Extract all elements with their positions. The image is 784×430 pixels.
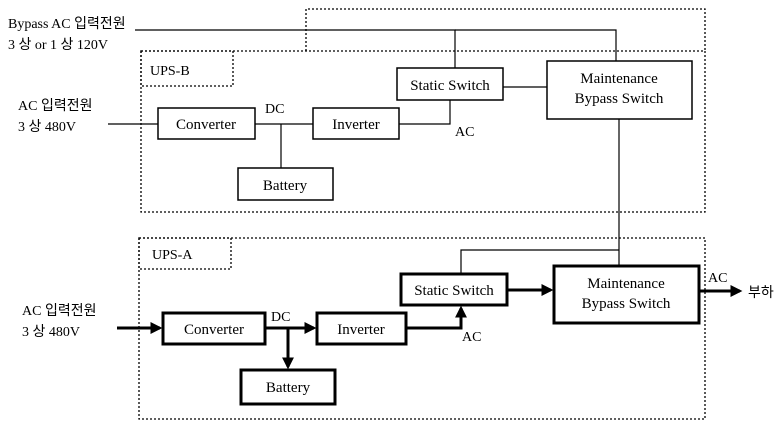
ups-a-bypass-line	[460, 249, 619, 274]
ups-b-maintenance-label-1: Maintenance	[580, 71, 658, 87]
ups-a-dc-label: DC	[271, 310, 290, 325]
ups-a-label: UPS-A	[152, 248, 193, 263]
ups-b-battery-box	[237, 167, 334, 201]
ups-a-maintenance-label-2: Bypass Switch	[582, 296, 671, 312]
ups-a-group: UPS-A	[138, 237, 706, 420]
ups-b-static-switch-box	[396, 67, 504, 101]
ups-b-ac-input-label: AC 입력전원	[18, 98, 92, 114]
ups-a-ac-input-label: AC 입력전원	[22, 303, 96, 319]
ups-a-label-box	[138, 237, 232, 270]
bypass-feed-line	[135, 29, 456, 68]
ups-b-maintenance-label-2: Bypass Switch	[575, 91, 664, 107]
ups-b-inverter-to-ss	[399, 100, 451, 125]
ups-b-static-switch-label: Static Switch	[410, 78, 490, 94]
ups-b-ac-label: AC	[455, 125, 474, 140]
ups-a-battery-box	[239, 368, 337, 406]
output-ac-label: AC	[708, 271, 727, 286]
ups-b-inverter-label: Inverter	[332, 117, 379, 133]
ups-b-battery-label: Battery	[263, 178, 308, 194]
ups-a-ac-label: AC	[462, 330, 481, 345]
ups-b-maintenance-box	[546, 60, 693, 120]
bypass-to-ups-b-mbs	[455, 29, 617, 61]
ups-a-enclosure	[138, 237, 706, 420]
ups-b-label-box	[140, 50, 234, 87]
ups-a-battery-label: Battery	[266, 380, 311, 396]
ups-a-inverter-to-ss	[406, 305, 467, 330]
ups-b-label: UPS-B	[150, 64, 190, 79]
ups-b-enclosure	[140, 50, 706, 213]
ups-a-maintenance-box	[552, 264, 701, 325]
bypass-input-label: Bypass AC 입력전원	[8, 16, 126, 32]
load-label: 부하	[748, 285, 774, 301]
ups-b-converter-label: Converter	[176, 117, 236, 133]
ups-a-converter-box	[161, 311, 267, 346]
ups-b-converter-box	[157, 107, 256, 140]
ups-a-static-switch-label: Static Switch	[414, 283, 494, 299]
ups-a-inverter-label: Inverter	[337, 322, 384, 338]
bypass-input-spec: 3 상 or 1 상 120V	[8, 37, 108, 53]
ups-a-maintenance-label-1: Maintenance	[587, 276, 665, 292]
ups-a-converter-label: Converter	[184, 322, 244, 338]
ups-a-ac-input-spec: 3 상 480V	[22, 324, 80, 340]
ups-b-ac-input-spec: 3 상 480V	[18, 119, 76, 135]
ups-b-dc-label: DC	[265, 102, 284, 117]
